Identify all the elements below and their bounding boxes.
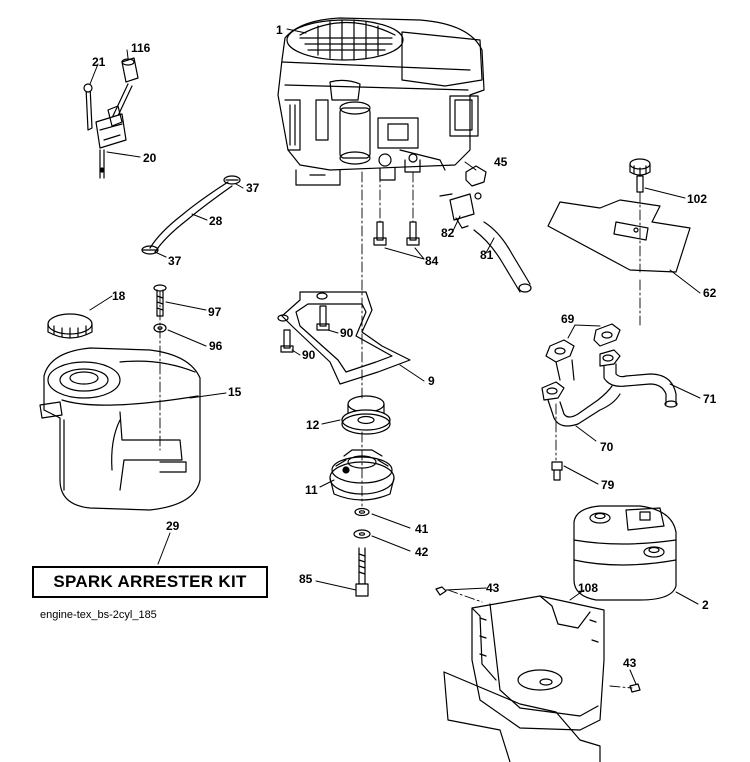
- callout-70: 70: [600, 440, 614, 454]
- engine-part: [277, 17, 485, 186]
- bolt-84-part: [373, 221, 420, 246]
- callout-69: 69: [561, 312, 575, 326]
- callout-43-right: 43: [623, 656, 637, 670]
- callout-41: 41: [415, 522, 429, 536]
- callout-62: 62: [703, 286, 717, 300]
- heat-shield-part: [435, 586, 641, 762]
- callout-102: 102: [687, 192, 708, 206]
- callout-15: 15: [228, 385, 242, 399]
- callout-79: 79: [601, 478, 615, 492]
- callout-2: 2: [702, 598, 709, 612]
- callout-97: 97: [208, 305, 222, 319]
- callout-90-lower: 90: [302, 348, 316, 362]
- leader-lines: [89, 28, 701, 685]
- callout-85: 85: [299, 572, 313, 586]
- callout-11: 11: [305, 483, 318, 497]
- fuel-fitting-part: [439, 165, 532, 293]
- callout-81: 81: [480, 248, 494, 262]
- screw-79-part: [551, 461, 563, 481]
- spark-arrester-kit-box: SPARK ARRESTER KIT: [32, 566, 268, 598]
- callout-18: 18: [112, 289, 126, 303]
- cover-plate-part: [547, 158, 691, 273]
- callout-116: 116: [131, 41, 151, 55]
- callout-43-left: 43: [486, 581, 500, 595]
- fuel-line-part: [141, 175, 241, 255]
- alignment-lines: [159, 171, 641, 689]
- callout-37-bottom: 37: [168, 254, 182, 268]
- callout-90-upper: 90: [340, 326, 354, 340]
- callout-1: 1: [276, 23, 283, 37]
- spark-arrester-kit-label: SPARK ARRESTER KIT: [53, 572, 247, 591]
- callout-9: 9: [428, 374, 435, 388]
- callout-96: 96: [209, 339, 223, 353]
- fuel-tank-part: [39, 313, 201, 511]
- callout-42: 42: [415, 545, 429, 559]
- callout-29: 29: [166, 519, 180, 533]
- callout-45: 45: [494, 155, 508, 169]
- throttle-control-part: [83, 57, 139, 179]
- callout-21: 21: [92, 55, 106, 69]
- callout-71: 71: [703, 392, 717, 406]
- callout-20: 20: [143, 151, 157, 165]
- callout-28: 28: [209, 214, 223, 228]
- callout-82: 82: [441, 226, 455, 240]
- callout-84: 84: [425, 254, 439, 268]
- muffler-pipe-part: [541, 323, 678, 427]
- muffler-part: [573, 505, 677, 601]
- callout-37-top: 37: [246, 181, 260, 195]
- callout-12: 12: [306, 418, 320, 432]
- callout-108: 108: [578, 581, 599, 595]
- clutch-part: [329, 395, 395, 501]
- drawing-caption: engine-tex_bs-2cyl_185: [40, 609, 157, 621]
- bolt-85-part: [353, 507, 371, 597]
